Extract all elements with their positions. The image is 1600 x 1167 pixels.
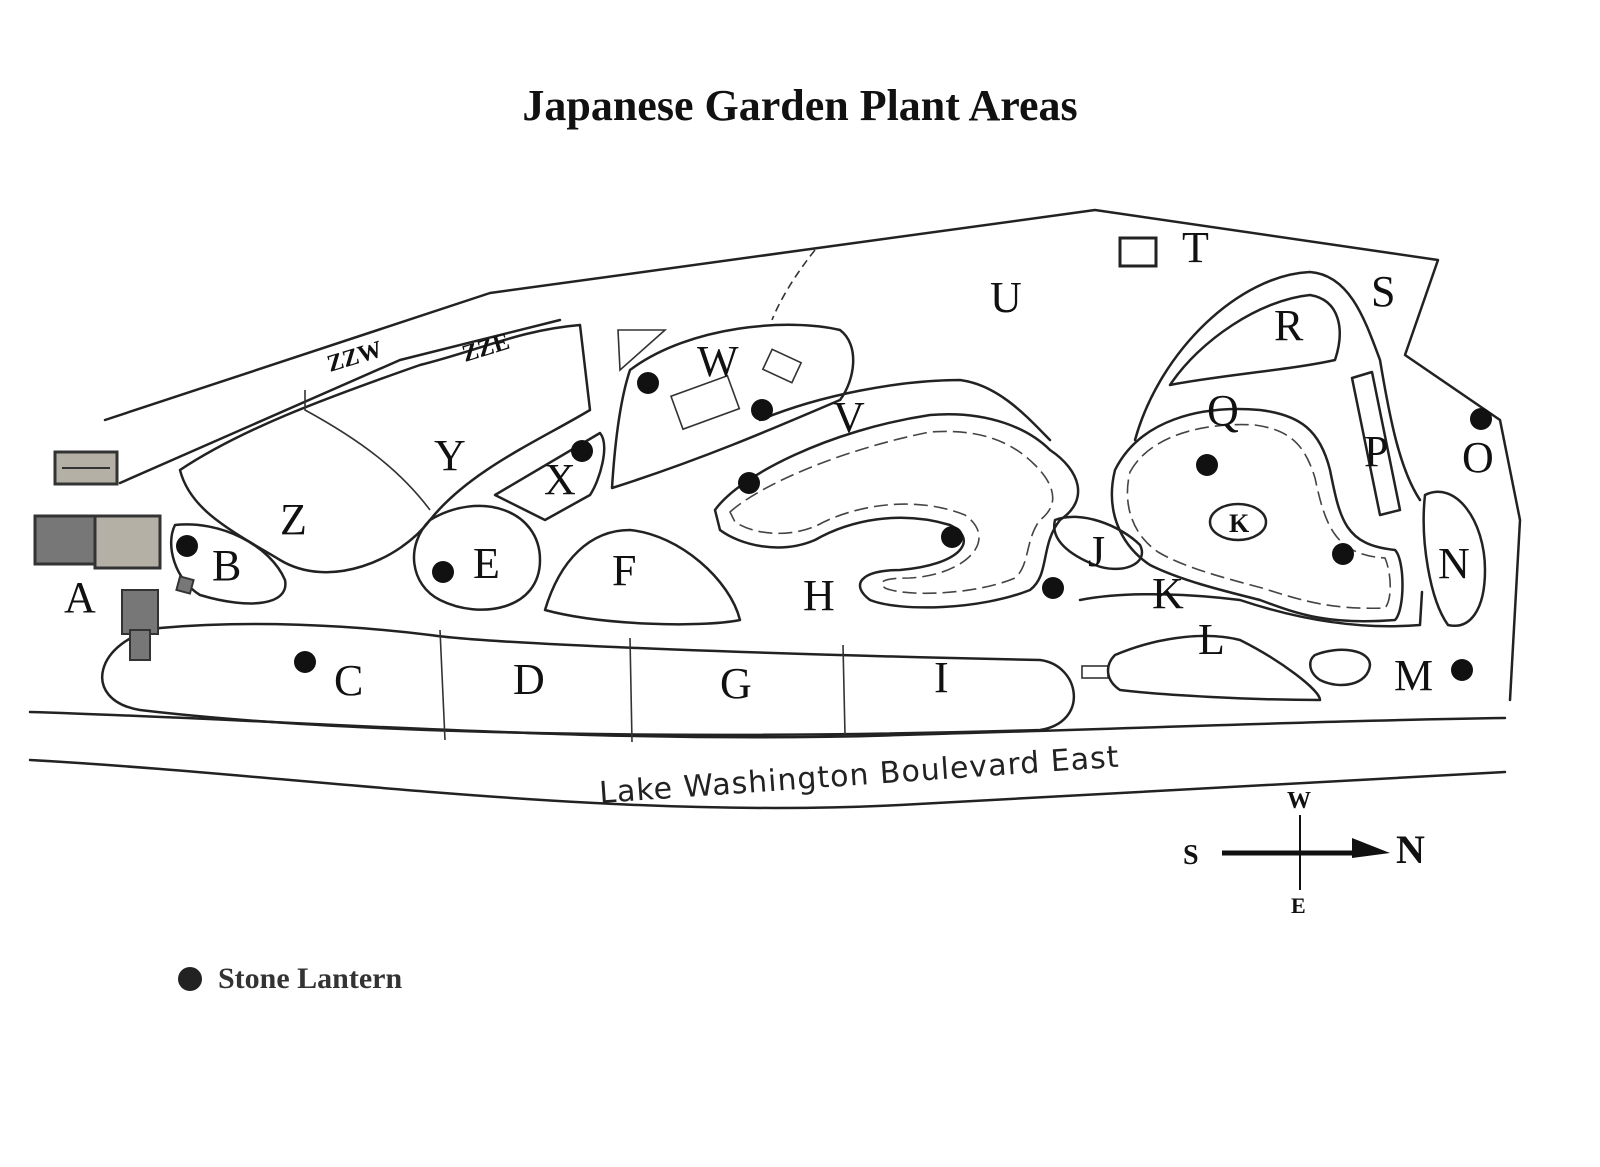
stone-lantern-icon (1042, 577, 1064, 599)
pond-q-outer (1110, 407, 1404, 623)
legend-label: Stone Lantern (218, 962, 403, 995)
compass-rose: N S W E (1183, 788, 1425, 918)
area-w-bed (610, 323, 855, 490)
area-label-y: Y (434, 431, 466, 480)
area-c-d-g-i-strip (100, 622, 1076, 737)
compass-west: W (1287, 788, 1311, 814)
area-label-e: E (473, 539, 500, 588)
garden-boundary (103, 208, 1522, 702)
area-label-k: K (1152, 569, 1184, 618)
area-label-q: Q (1207, 386, 1239, 435)
area-label-n: N (1438, 539, 1470, 588)
area-label-l: L (1198, 615, 1225, 664)
area-x-bed (493, 431, 606, 522)
area-label-i: I (934, 653, 949, 702)
legend: Stone Lantern (178, 962, 402, 996)
area-e-bed (412, 504, 542, 611)
divider-y-z (304, 390, 431, 511)
building-gate-post (129, 629, 151, 661)
area-z-bed (178, 323, 592, 574)
stone-lantern-icon (637, 372, 659, 394)
area-label-u: U (990, 273, 1022, 322)
stone-lantern-icon (941, 526, 963, 548)
shed-building (761, 348, 803, 384)
area-label-a: A (64, 573, 96, 622)
divider-d-g (629, 637, 633, 743)
area-f-bed (543, 528, 742, 626)
road-label: Lake Washington Boulevard East (598, 740, 1120, 811)
bridge-i-l (1081, 665, 1109, 679)
area-label-j: J (1088, 527, 1105, 576)
stone-lantern-icon (1196, 454, 1218, 476)
pond-h-inner (729, 430, 1054, 595)
boundary-inner-upper (118, 318, 562, 485)
area-b-bed (170, 523, 287, 605)
area-label-p: P (1364, 427, 1388, 476)
divider-g-i (842, 644, 846, 736)
area-label-x: X (544, 455, 576, 504)
area-label-z: Z (280, 495, 307, 544)
area-label-m: M (1394, 651, 1433, 700)
stone-lantern-icon (294, 651, 316, 673)
compass-north: N (1396, 827, 1425, 872)
area-label-v: V (833, 393, 865, 442)
stone-lantern-icon (432, 561, 454, 583)
area-label-g: G (720, 659, 752, 708)
pond-h-outer (713, 413, 1080, 609)
compass-east: E (1291, 893, 1306, 918)
area-label-zze: ZZE (459, 329, 513, 368)
stone-lantern-icon (176, 535, 198, 557)
area-label-o: O (1462, 433, 1494, 482)
building-main (33, 514, 97, 566)
area-label-s: S (1371, 267, 1395, 316)
r-path-edge (1133, 270, 1422, 502)
island-k (1208, 502, 1268, 542)
building-gate (121, 589, 159, 635)
area-n-bed (1422, 490, 1487, 627)
v-path-edge (758, 378, 1052, 442)
area-label-r: R (1274, 301, 1304, 350)
compass-arrow-icon (1352, 838, 1390, 858)
area-label-w: W (697, 337, 739, 386)
stone-lantern-markers (176, 372, 1492, 681)
stone-lantern-icon (1451, 659, 1473, 681)
area-r-bed (1168, 293, 1341, 387)
island-j (1052, 515, 1144, 571)
map-title: Japanese Garden Plant Areas (522, 81, 1078, 130)
road-edge-outer (28, 758, 1507, 810)
area-label-f: F (612, 546, 636, 595)
area-label-h: H (803, 571, 835, 620)
divider-c-d (439, 629, 446, 741)
area-label-b: B (212, 541, 241, 590)
area-l-bed (1106, 634, 1322, 702)
stone-lantern-icon (738, 472, 760, 494)
pavilion-building (669, 374, 741, 431)
stone-lantern-icon (178, 967, 202, 991)
area-label-c: C (334, 656, 363, 705)
area-w-corner (617, 329, 668, 372)
structure-t (1118, 236, 1158, 268)
pond-q-inner (1126, 423, 1392, 610)
building-main-light (93, 514, 162, 570)
building-small (175, 575, 195, 595)
area-label-k-island: K (1229, 509, 1250, 538)
stone-lantern-icon (1470, 408, 1492, 430)
k-path-edge (1078, 590, 1424, 628)
compass-south: S (1183, 840, 1199, 871)
boundary-dashed-u (771, 249, 816, 321)
stone-lantern-icon (1332, 543, 1354, 565)
area-p-bed (1350, 370, 1402, 517)
area-label-t: T (1182, 223, 1209, 272)
area-label-d: D (513, 655, 545, 704)
stone-lantern-icon (571, 440, 593, 462)
stone-lantern-icon (751, 399, 773, 421)
area-m-bed (1309, 648, 1372, 687)
